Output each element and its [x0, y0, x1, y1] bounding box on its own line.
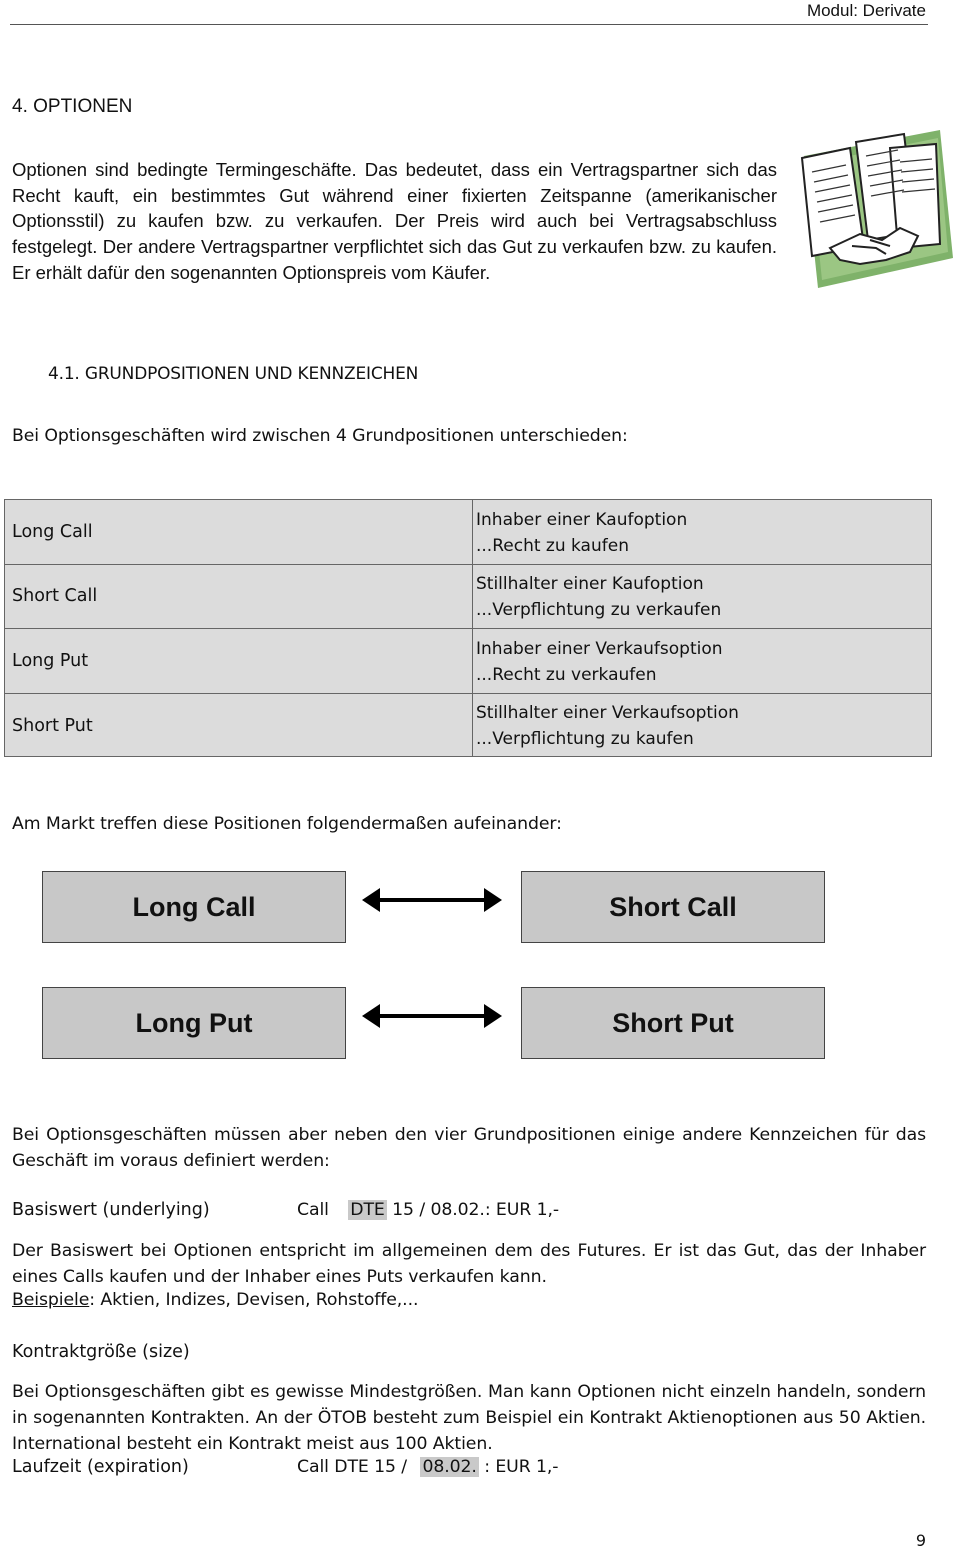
kontraktgroesse-label: Kontraktgröße (size): [12, 1342, 190, 1362]
subsection-lead: Bei Optionsgeschäften wird zwischen 4 Gr…: [12, 426, 628, 446]
table-row-divider: [5, 564, 931, 565]
module-header: Modul: Derivate: [806, 1, 926, 20]
laufzeit-highlight: 08.02.: [420, 1457, 479, 1477]
laufzeit-example: Call DTE 15 / 08.02. : EUR 1,-: [297, 1457, 559, 1477]
position-name-long-call: Long Call: [12, 522, 93, 542]
double-arrow-icon: [362, 885, 502, 915]
market-box-short-call: Short Call: [521, 871, 825, 943]
basiswert-label: Basiswert (underlying): [12, 1200, 210, 1220]
market-box-short-put: Short Put: [521, 987, 825, 1059]
market-box-long-put: Long Put: [42, 987, 346, 1059]
positions-table: Long Call Inhaber einer Kaufoption...Rec…: [4, 499, 932, 757]
double-arrow-icon: [362, 1001, 502, 1031]
position-desc-short-put: Stillhalter einer Verkaufsoption...Verpf…: [476, 703, 739, 749]
basiswert-text: Der Basiswert bei Optionen entspricht im…: [12, 1241, 926, 1287]
position-name-short-put: Short Put: [12, 716, 93, 736]
market-lead: Am Markt treffen diese Positionen folgen…: [12, 814, 562, 834]
laufzeit-label: Laufzeit (expiration): [12, 1457, 189, 1477]
table-row-divider: [5, 693, 931, 694]
basiswert-examples: Beispiele: Aktien, Indizes, Devisen, Roh…: [12, 1290, 419, 1310]
contract-handshake-icon: [790, 128, 955, 290]
position-name-long-put: Long Put: [12, 651, 89, 671]
kennzeichen-intro: Bei Optionsgeschäften müssen aber neben …: [12, 1125, 926, 1171]
page-number: 9: [915, 1531, 926, 1550]
subsection-title: 4.1. GRUNDPOSITIONEN UND KENNZEICHEN: [48, 364, 419, 384]
intro-paragraph: Optionen sind bedingte Termingeschäfte. …: [12, 159, 777, 283]
basiswert-highlight: DTE: [348, 1200, 387, 1220]
kontraktgroesse-text: Bei Optionsgeschäften gibt es gewisse Mi…: [12, 1382, 926, 1454]
basiswert-example: Call DTE 15 / 08.02.: EUR 1,-: [297, 1200, 560, 1220]
position-desc-long-put: Inhaber einer Verkaufsoption...Recht zu …: [476, 639, 723, 685]
position-desc-long-call: Inhaber einer Kaufoption...Recht zu kauf…: [476, 510, 688, 556]
section-title: 4. OPTIONEN: [12, 96, 133, 117]
header-divider: [10, 24, 928, 25]
position-desc-short-call: Stillhalter einer Kaufoption...Verpflich…: [476, 574, 722, 620]
market-box-long-call: Long Call: [42, 871, 346, 943]
table-row-divider: [5, 628, 931, 629]
position-name-short-call: Short Call: [12, 586, 98, 606]
